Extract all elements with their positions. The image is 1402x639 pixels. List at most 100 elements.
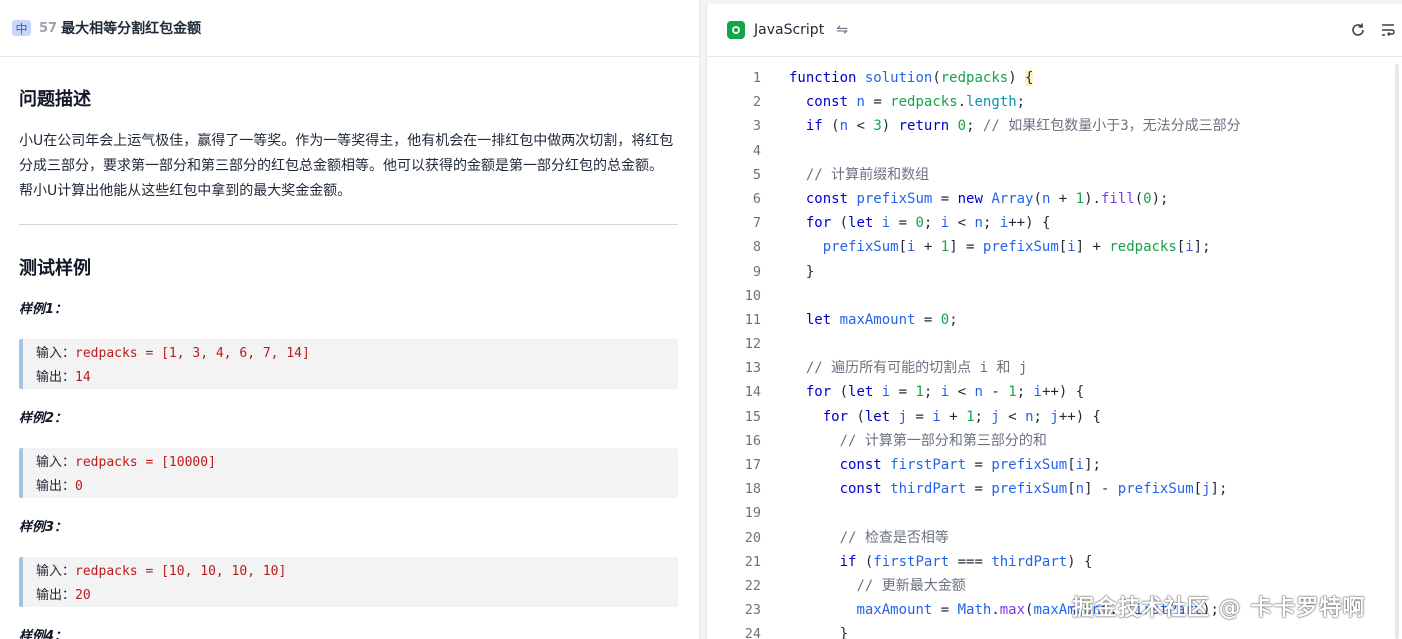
output-key: 输出： [36,370,76,385]
editor-panel: JavaScript ⇋ 1 function solution(redpacks… [706,4,1402,639]
javascript-icon [727,21,745,39]
output-value: 0 [75,479,83,494]
input-key: 输入： [36,346,76,361]
input-key: 输入： [36,564,76,579]
code-comment: // 计算前缀和数组 [805,166,930,183]
problem-number: 57 [39,20,58,36]
description-text: 小U在公司年会上运气极佳，赢得了一等奖。作为一等奖得主，他有机会在一排红包中做两… [19,133,674,199]
watermark: 掘金技术社区 @ 卡卡罗特啊 [1072,596,1366,621]
code-text: // 遍历所有可能的切割点 i 和 j [789,356,1027,380]
code-text: if (firstPart === thirdPart) { [839,553,1093,570]
line-number: 1 [752,70,761,86]
code-comment: // 检查是否相等 [839,529,949,546]
code-line: 14 for (let i = 1; i < n - 1; i++) { [707,380,1402,404]
line-number: 13 [744,360,761,377]
code-line: 10 [707,284,1402,308]
code-text: let maxAmount = 0; [805,311,958,328]
code-text: const thirdPart = prefixSum[n] - prefixS… [839,481,1228,498]
description-heading: 问题描述 [19,89,91,110]
code-line: 7 for (let i = 0; i < n; i++) { [707,211,1402,235]
problem-header: 中 57 最大相等分割红包金额 [0,0,699,57]
line-number: 3 [752,118,761,135]
line-number: 22 [744,577,761,594]
line-number: 10 [744,287,761,304]
problem-panel: 中 57 最大相等分割红包金额 问题描述 小U在公司年会上运气极佳，赢得了一等奖… [0,0,700,639]
output-value: 20 [75,588,91,603]
example-output-line: 输出：20 [36,586,678,610]
line-number: 7 [752,215,761,232]
line-number: 6 [752,190,761,207]
switch-icon[interactable]: ⇋ [836,22,848,38]
code-text: maxAmount = Math.max(maxAmount, firstPar… [856,602,1219,619]
line-number: 8 [752,239,761,256]
code-line: 8 prefixSum[i + 1] = prefixSum[i] + redp… [707,235,1402,259]
code-line: 18 const thirdPart = prefixSum[n] - pref… [707,477,1402,501]
line-number: 2 [752,94,761,111]
code-text: } [789,263,815,280]
code-text: const prefixSum = new Array(n + 1).fill(… [805,190,1169,207]
example-label: 样例4： [19,629,68,639]
code-text: if (n < 3) return 0; // 如果红包数量小于3，无法分成三部… [805,118,1241,135]
code-line: 9 } [707,260,1402,284]
problem-title: 最大相等分割红包金额 [61,21,202,37]
line-number: 18 [744,481,761,498]
code-line: 5 // 计算前缀和数组 [707,163,1402,187]
example-input-line: 输入：redpacks = [10, 10, 10, 10] [36,562,678,586]
line-number: 24 [744,626,761,639]
output-value: 14 [75,370,91,385]
line-number: 23 [744,602,761,619]
refresh-icon[interactable] [1348,20,1368,40]
example-box: 输入：redpacks = [10000] 输出：0 [19,448,678,498]
code-text: } [789,626,849,639]
editor-scrollbar[interactable] [1395,64,1399,639]
code-text: // 计算前缀和数组 [789,163,929,187]
code-line: 12 [707,332,1402,356]
code-line: 2 const n = redpacks.length; [707,90,1402,114]
example-box: 输入：redpacks = [10, 10, 10, 10] 输出：20 [19,557,678,607]
example-box: 输入：redpacks = [1, 3, 4, 6, 7, 14] 输出：14 [19,339,678,389]
code-line: 17 const firstPart = prefixSum[i]; [707,453,1402,477]
code-text: function solution(redpacks) { [789,70,1034,86]
line-number: 20 [744,529,761,546]
line-number: 21 [744,553,761,570]
code-line: 23 maxAmount = Math.max(maxAmount, first… [707,598,1402,622]
code-text: prefixSum[i + 1] = prefixSum[i] + redpac… [822,239,1211,256]
line-number: 15 [744,408,761,425]
format-icon[interactable] [1378,20,1398,40]
code-comment: // 计算第一部分和第三部分的和 [839,432,1047,449]
problem-body: 问题描述 小U在公司年会上运气极佳，赢得了一等奖。作为一等奖得主，他有机会在一排… [0,57,699,639]
code-editor[interactable]: 1 function solution(redpacks) { 2 const n… [707,57,1402,639]
code-line: 19 [707,501,1402,525]
line-number: 11 [744,311,761,328]
code-line: 24 } [707,622,1402,639]
example-output-line: 输出：14 [36,368,678,392]
code-text: // 更新最大金额 [789,574,965,598]
difficulty-badge: 中 [12,20,31,36]
code-text: for (let i = 0; i < n; i++) { [805,215,1051,232]
output-key: 输出： [36,479,76,494]
code-line: 4 [707,139,1402,163]
code-comment: // 遍历所有可能的切割点 i 和 j [805,360,1028,377]
code-line: 21 if (firstPart === thirdPart) { [707,550,1402,574]
output-key: 输出： [36,588,76,603]
line-number: 16 [744,432,761,449]
line-number: 17 [744,457,761,473]
line-number: 5 [752,166,761,183]
example-output-line: 输出：0 [36,477,678,501]
code-comment: // 如果红包数量小于3，无法分成三部分 [982,118,1241,135]
example-label: 样例3： [19,520,68,535]
line-number: 19 [744,505,761,522]
code-line: 22 // 更新最大金额 [707,574,1402,598]
code-line: 3 if (n < 3) return 0; // 如果红包数量小于3，无法分成… [707,114,1402,138]
code-line: 16 // 计算第一部分和第三部分的和 [707,429,1402,453]
divider [19,224,678,225]
example-label: 样例2： [19,411,68,426]
input-value: redpacks = [1, 3, 4, 6, 7, 14] [75,346,310,361]
input-value: redpacks = [10000] [75,455,216,470]
language-selector[interactable]: JavaScript [754,22,825,38]
code-text: for (let j = i + 1; j < n; j++) { [822,408,1101,425]
code-text: // 计算第一部分和第三部分的和 [789,429,1047,453]
code-line: 1 function solution(redpacks) { [707,66,1402,90]
line-number: 9 [752,263,761,280]
